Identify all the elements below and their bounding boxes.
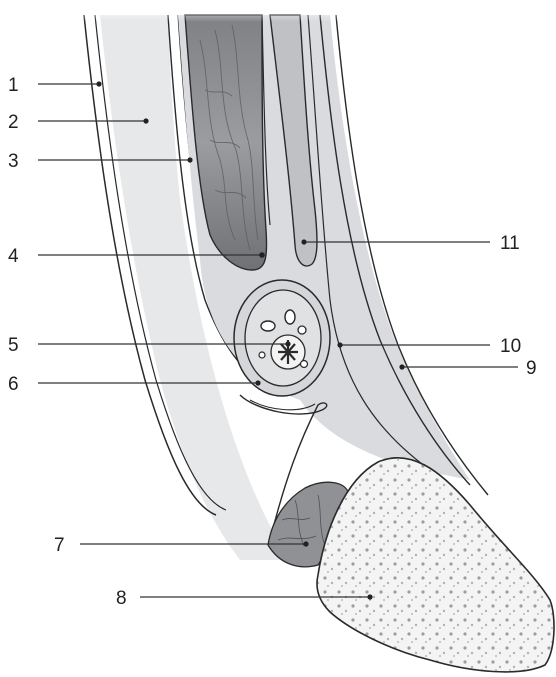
vessel-a [261, 321, 275, 331]
leader-5-dot [285, 341, 290, 346]
vessel-b [285, 310, 295, 324]
leader-4-dot [259, 252, 265, 258]
label-4: 4 [8, 246, 19, 267]
leader-2-dot [143, 118, 148, 123]
leader-10-dot [337, 342, 342, 347]
vessel-e [259, 352, 265, 358]
label-11: 11 [500, 233, 520, 254]
leader-1-dot [96, 81, 101, 86]
label-2: 2 [8, 112, 19, 133]
label-8: 8 [116, 588, 127, 609]
leader-3-dot [187, 157, 192, 162]
leader-8-dot [367, 594, 372, 599]
leader-11-dot [301, 239, 306, 244]
label-3: 3 [8, 151, 19, 172]
label-7: 7 [54, 535, 65, 556]
label-5: 5 [8, 335, 19, 356]
label-10: 10 [500, 336, 521, 357]
top-fade [0, 0, 556, 22]
vessel-c [298, 326, 306, 334]
bone [317, 458, 554, 672]
label-6: 6 [8, 374, 19, 395]
label-1: 1 [8, 75, 19, 96]
leader-6-dot [255, 380, 260, 385]
leader-7-dot [303, 541, 308, 546]
vessel-d [301, 361, 308, 368]
label-9: 9 [526, 358, 537, 379]
leader-9-dot [399, 364, 404, 369]
